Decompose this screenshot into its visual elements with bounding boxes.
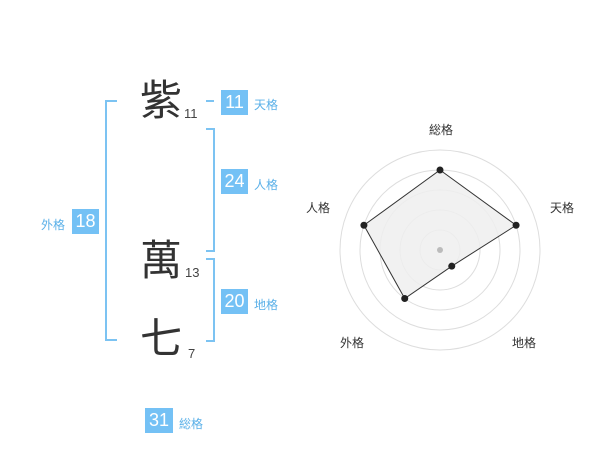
radar-label-jinkaku: 人格 bbox=[306, 200, 330, 215]
radar-point-1 bbox=[512, 221, 520, 229]
radar-label-chikaku: 地格 bbox=[512, 335, 536, 350]
name-char-3: 七 bbox=[140, 314, 183, 363]
radar-point-0 bbox=[436, 166, 444, 174]
tenkaku-badge: 11 bbox=[221, 90, 248, 115]
stroke-count-2: 13 bbox=[185, 265, 200, 280]
radar-label-gaikaku: 外格 bbox=[340, 335, 364, 350]
radar-point-2 bbox=[448, 262, 456, 270]
person-bracket bbox=[206, 128, 215, 252]
heaven-bracket bbox=[206, 100, 214, 102]
jinkaku-label: 人格 bbox=[254, 178, 279, 192]
name-char-1: 紫 bbox=[140, 76, 183, 125]
radar-polygon bbox=[363, 169, 517, 300]
gaikaku-badge: 18 bbox=[72, 209, 99, 234]
outer-bracket bbox=[105, 100, 117, 341]
radar-point-3 bbox=[401, 295, 409, 303]
stroke-count-1: 11 bbox=[184, 106, 198, 121]
tenkaku-label: 天格 bbox=[254, 98, 279, 112]
chikaku-badge: 20 bbox=[221, 289, 248, 314]
radar-grid-ring bbox=[339, 149, 541, 351]
radar-center-dot bbox=[437, 247, 443, 253]
name-char-2: 萬 bbox=[140, 236, 183, 285]
radar-label-soukaku: 総格 bbox=[429, 122, 453, 137]
earth-bracket bbox=[206, 258, 215, 342]
jinkaku-badge: 24 bbox=[221, 169, 248, 194]
chikaku-label: 地格 bbox=[254, 298, 279, 312]
stroke-count-3: 7 bbox=[188, 346, 196, 361]
soukaku-label: 総格 bbox=[179, 417, 204, 431]
soukaku-badge: 31 bbox=[145, 408, 173, 433]
gaikaku-label: 外格 bbox=[41, 218, 66, 232]
radar-label-tenkaku: 天格 bbox=[550, 200, 574, 215]
radar-point-4 bbox=[360, 221, 368, 229]
